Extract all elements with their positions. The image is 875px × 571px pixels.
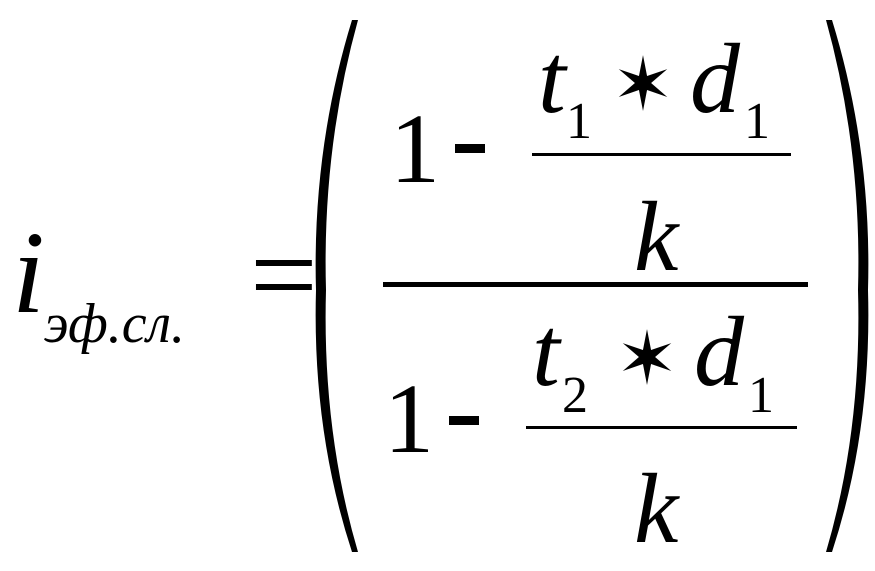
denominator-star: ✶	[616, 319, 678, 401]
numerator-one: 1	[390, 93, 440, 204]
denominator-inner-fraction-bar	[526, 426, 797, 429]
denominator-t-index: 2	[562, 367, 588, 424]
numerator-inner-fraction-bar	[532, 153, 791, 156]
numerator-d-index: 1	[744, 93, 770, 150]
numerator-t-index: 1	[566, 93, 592, 150]
numerator-star: ✶	[612, 45, 674, 127]
denominator-d-index: 1	[748, 367, 774, 424]
left-parenthesis	[315, 20, 358, 552]
denominator-k: k	[634, 453, 680, 564]
denominator-minus-sign	[449, 416, 479, 425]
right-parenthesis	[826, 20, 869, 552]
numerator-k: k	[634, 181, 680, 292]
main-fraction-bar	[383, 282, 808, 287]
numerator-t: t	[538, 23, 568, 134]
numerator: 1 t 1 ✶ d 1 k	[390, 23, 791, 292]
denominator: 1 t 2 ✶ d 1 k	[384, 296, 797, 564]
lhs-subscript: эф.сл.	[44, 293, 185, 355]
numerator-d: d	[690, 23, 741, 134]
denominator-d: d	[694, 296, 745, 407]
lhs: i эф.сл.	[12, 207, 185, 355]
lhs-symbol: i	[12, 207, 45, 338]
equals-sign: =	[250, 208, 318, 341]
denominator-t: t	[532, 296, 562, 407]
numerator-minus-sign	[455, 144, 485, 153]
denominator-one: 1	[384, 363, 434, 474]
